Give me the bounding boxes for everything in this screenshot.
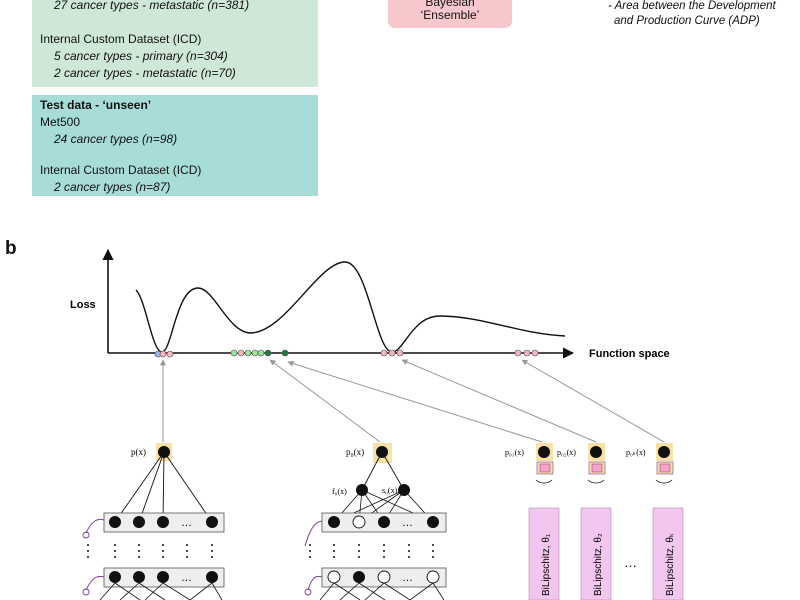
net2-output-label: p₀(x): [346, 447, 364, 457]
adp-line2: and Production Curve (ADP): [614, 15, 760, 27]
net2-left-feature-label: f₀(x): [332, 487, 347, 496]
point: [264, 349, 272, 357]
test-icd-heading: Internal Custom Dataset (ICD): [40, 163, 202, 177]
point: [230, 349, 238, 357]
point: [159, 350, 167, 358]
point: [396, 349, 404, 357]
ens2-output-label: p₀₂(x): [557, 448, 576, 457]
bilipschitz-block-k: [652, 507, 684, 600]
ens1-output-label: p₀₁(x): [505, 448, 524, 457]
point: [281, 349, 289, 357]
adp-line1: - Area between the Development: [608, 0, 776, 12]
loss-axis-label: Loss: [70, 299, 96, 311]
point: [251, 349, 259, 357]
point: [523, 349, 531, 357]
bilipschitz-label-1: BiLipschitz, θ₁: [541, 533, 552, 596]
function-space-label: Function space: [589, 348, 670, 360]
net1-residual-arrow-2: [85, 575, 105, 591]
ensemble-networks: p₀₁(x) p₀₂(x) p₀ₖ(x) BiLipschitz, θ₁ BiL…: [505, 443, 684, 600]
adp-note: - Area between the Development and Produ…: [608, 0, 800, 29]
test-data-box: Test data - ‘unseen’ Met500 24 cancer ty…: [32, 95, 318, 196]
arrow-ens1: [287, 360, 543, 443]
net1-residual-arrow: [85, 518, 105, 534]
point: [531, 349, 539, 357]
test-icd-line: 2 cancer types (n=87): [54, 180, 171, 194]
train-icd-metastatic-line: 2 cancer types - metastatic (n=70): [54, 66, 236, 80]
bilipschitz-label-k: BiLipschitz, θₖ: [665, 533, 676, 596]
test-data-heading: Test data - ‘unseen’: [40, 98, 152, 112]
point: [388, 349, 396, 357]
point: [237, 349, 245, 357]
net1-layer-ellipsis: …: [181, 517, 192, 529]
net1-output-label: p(x): [131, 447, 146, 457]
train-icd-primary-line: 5 cancer types - primary (n=304): [54, 49, 228, 63]
net2-layer-ellipsis-2: …: [402, 572, 413, 584]
net2-layer-ellipsis: …: [402, 517, 413, 529]
arrow-ens3: [521, 359, 665, 443]
net2-residual-arrow-2: [307, 575, 323, 591]
arrow-ens2: [401, 359, 597, 443]
train-icd-heading: Internal Custom Dataset (ICD): [40, 32, 202, 46]
training-data-box: 27 cancer types - metastatic (n=381) Int…: [32, 0, 318, 87]
net2-vertical-dots: [309, 544, 434, 558]
point: [244, 349, 252, 357]
train-metastatic-line: 27 cancer types - metastatic (n=381): [54, 0, 250, 12]
test-met500-line: 24 cancer types (n=98): [54, 132, 178, 146]
arrow-net2: [269, 359, 381, 443]
network-1: p(x) … …: [82, 443, 225, 600]
point: [514, 349, 522, 357]
ensemble-line1: Bayesian: [425, 0, 475, 9]
point: [257, 349, 265, 357]
ensk-output-node: [658, 446, 670, 458]
point: [166, 350, 174, 358]
ens2-output-node: [590, 446, 602, 458]
net2-residual-arrow: [304, 520, 323, 547]
net2-right-feature-label: s₀(x): [382, 486, 398, 495]
net1-vertical-dots: [87, 544, 213, 558]
mapping-arrows: [160, 359, 665, 443]
function-space-points: [154, 349, 539, 358]
ensemble-ellipsis: …: [624, 555, 637, 570]
bilipschitz-block-1: [528, 507, 560, 600]
network-2: p₀(x) f₀(x) s₀(x) … …: [304, 443, 447, 600]
ensk-output-label: p₀ₖ(x): [626, 448, 646, 457]
bayesian-ensemble-box: Bayesian ‘Ensemble’: [388, 0, 512, 28]
point: [380, 349, 388, 357]
bilipschitz-label-2: BiLipschitz, θ₂: [593, 533, 604, 596]
loss-curve: [135, 261, 566, 353]
ensemble-line2: ‘Ensemble’: [420, 8, 480, 22]
test-met500-heading: Met500: [40, 115, 81, 129]
ens1-output-node: [538, 446, 550, 458]
net1-layer-ellipsis-2: …: [181, 572, 192, 584]
panel-b-label: b: [5, 238, 17, 259]
bilipschitz-block-2: [580, 507, 612, 600]
